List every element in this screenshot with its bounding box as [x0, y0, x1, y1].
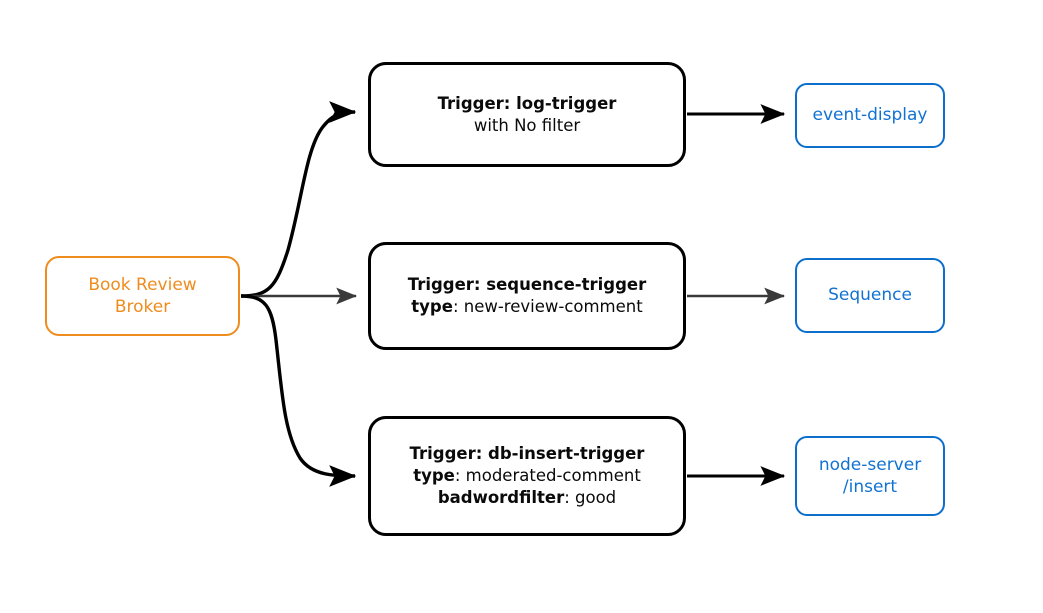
- db-insert-trigger-line-1: Trigger: db-insert-trigger: [410, 443, 645, 465]
- node-log-trigger[interactable]: Trigger: log-trigger with No filter: [368, 62, 686, 167]
- node-node-server-insert[interactable]: node-server /insert: [795, 436, 945, 516]
- node-sequence[interactable]: Sequence: [795, 258, 945, 333]
- log-trigger-line-1: Trigger: log-trigger: [438, 93, 617, 115]
- sequence-trigger-line-2-normal: : new-review-comment: [452, 297, 643, 316]
- sequence-trigger-line-2-bold: type: [411, 297, 453, 316]
- log-trigger-line-2: with No filter: [474, 115, 580, 137]
- db-insert-trigger-line-2-normal: : moderated-comment: [454, 466, 641, 486]
- log-trigger-line-1-bold: Trigger: log-trigger: [437, 93, 617, 113]
- node-book-review-broker[interactable]: Book Review Broker: [45, 256, 240, 336]
- sequence-trigger-line-2: type: new-review-comment: [411, 296, 642, 318]
- log-trigger-line-2-normal: with No filter: [473, 115, 581, 135]
- node-server-label-line-1: node-server: [818, 454, 922, 475]
- node-server-label-line-2: /insert: [842, 477, 898, 497]
- event-display-label: event-display: [812, 105, 928, 126]
- broker-label-line-2: Broker: [114, 297, 171, 317]
- sequence-trigger-line-1-bold: Trigger: sequence-trigger: [407, 275, 647, 295]
- sequence-label: Sequence: [828, 285, 912, 306]
- node-sequence-trigger[interactable]: Trigger: sequence-trigger type: new-revi…: [368, 242, 686, 350]
- node-event-display[interactable]: event-display: [795, 83, 945, 148]
- db-insert-trigger-line-2-bold: type: [413, 466, 455, 486]
- node-db-insert-trigger[interactable]: Trigger: db-insert-trigger type: moderat…: [368, 416, 686, 536]
- edge-broker-to-db-insert-trigger: [240, 294, 357, 487]
- db-insert-trigger-line-1-bold: Trigger: db-insert-trigger: [409, 444, 645, 464]
- db-insert-trigger-line-2: type: moderated-comment: [413, 465, 641, 487]
- db-insert-trigger-line-3: badwordfilter: good: [438, 487, 616, 509]
- db-insert-trigger-line-3-bold: badwordfilter: [437, 487, 565, 507]
- edge-broker-to-log-trigger: [240, 101, 357, 298]
- db-insert-trigger-line-3-normal: : good: [564, 487, 617, 507]
- sequence-trigger-line-1: Trigger: sequence-trigger: [408, 274, 647, 296]
- broker-label-line-1: Book Review: [88, 274, 197, 295]
